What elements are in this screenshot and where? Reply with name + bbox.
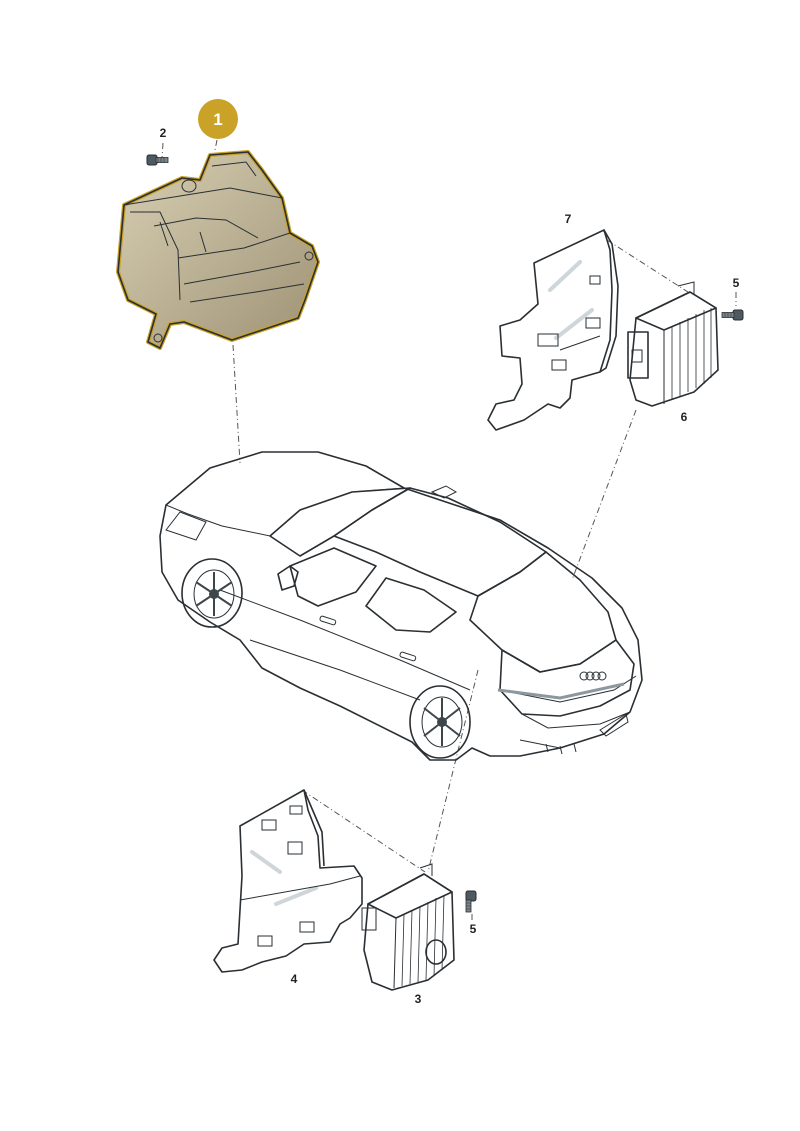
rings-logo-icon	[579, 671, 607, 681]
control-unit-part-1[interactable]	[116, 150, 320, 350]
callout-4-label: 4	[291, 972, 298, 986]
callout-5-upper-label: 5	[733, 276, 740, 290]
bracket-part-4[interactable]	[213, 789, 363, 973]
module-part-3[interactable]	[361, 863, 455, 991]
callout-1-label: 1	[213, 110, 222, 129]
callout-6-label: 6	[681, 410, 688, 424]
bracket-part-7[interactable]	[487, 229, 619, 431]
screw-part-5-upper[interactable]	[721, 309, 744, 321]
rear-wheel	[409, 685, 471, 759]
callout-badge-1[interactable]: 1	[198, 99, 238, 139]
callout-3-label: 3	[415, 992, 422, 1006]
car-illustration	[159, 451, 643, 761]
screw-part-2[interactable]	[146, 154, 169, 166]
callout-5-lower-label: 5	[470, 922, 477, 936]
front-wheel	[181, 558, 243, 628]
leader-lines	[161, 139, 689, 873]
callout-7-label: 7	[565, 212, 572, 226]
screw-part-5-lower[interactable]	[465, 890, 477, 913]
module-part-6[interactable]	[627, 281, 719, 407]
callout-2-label: 2	[160, 126, 167, 140]
